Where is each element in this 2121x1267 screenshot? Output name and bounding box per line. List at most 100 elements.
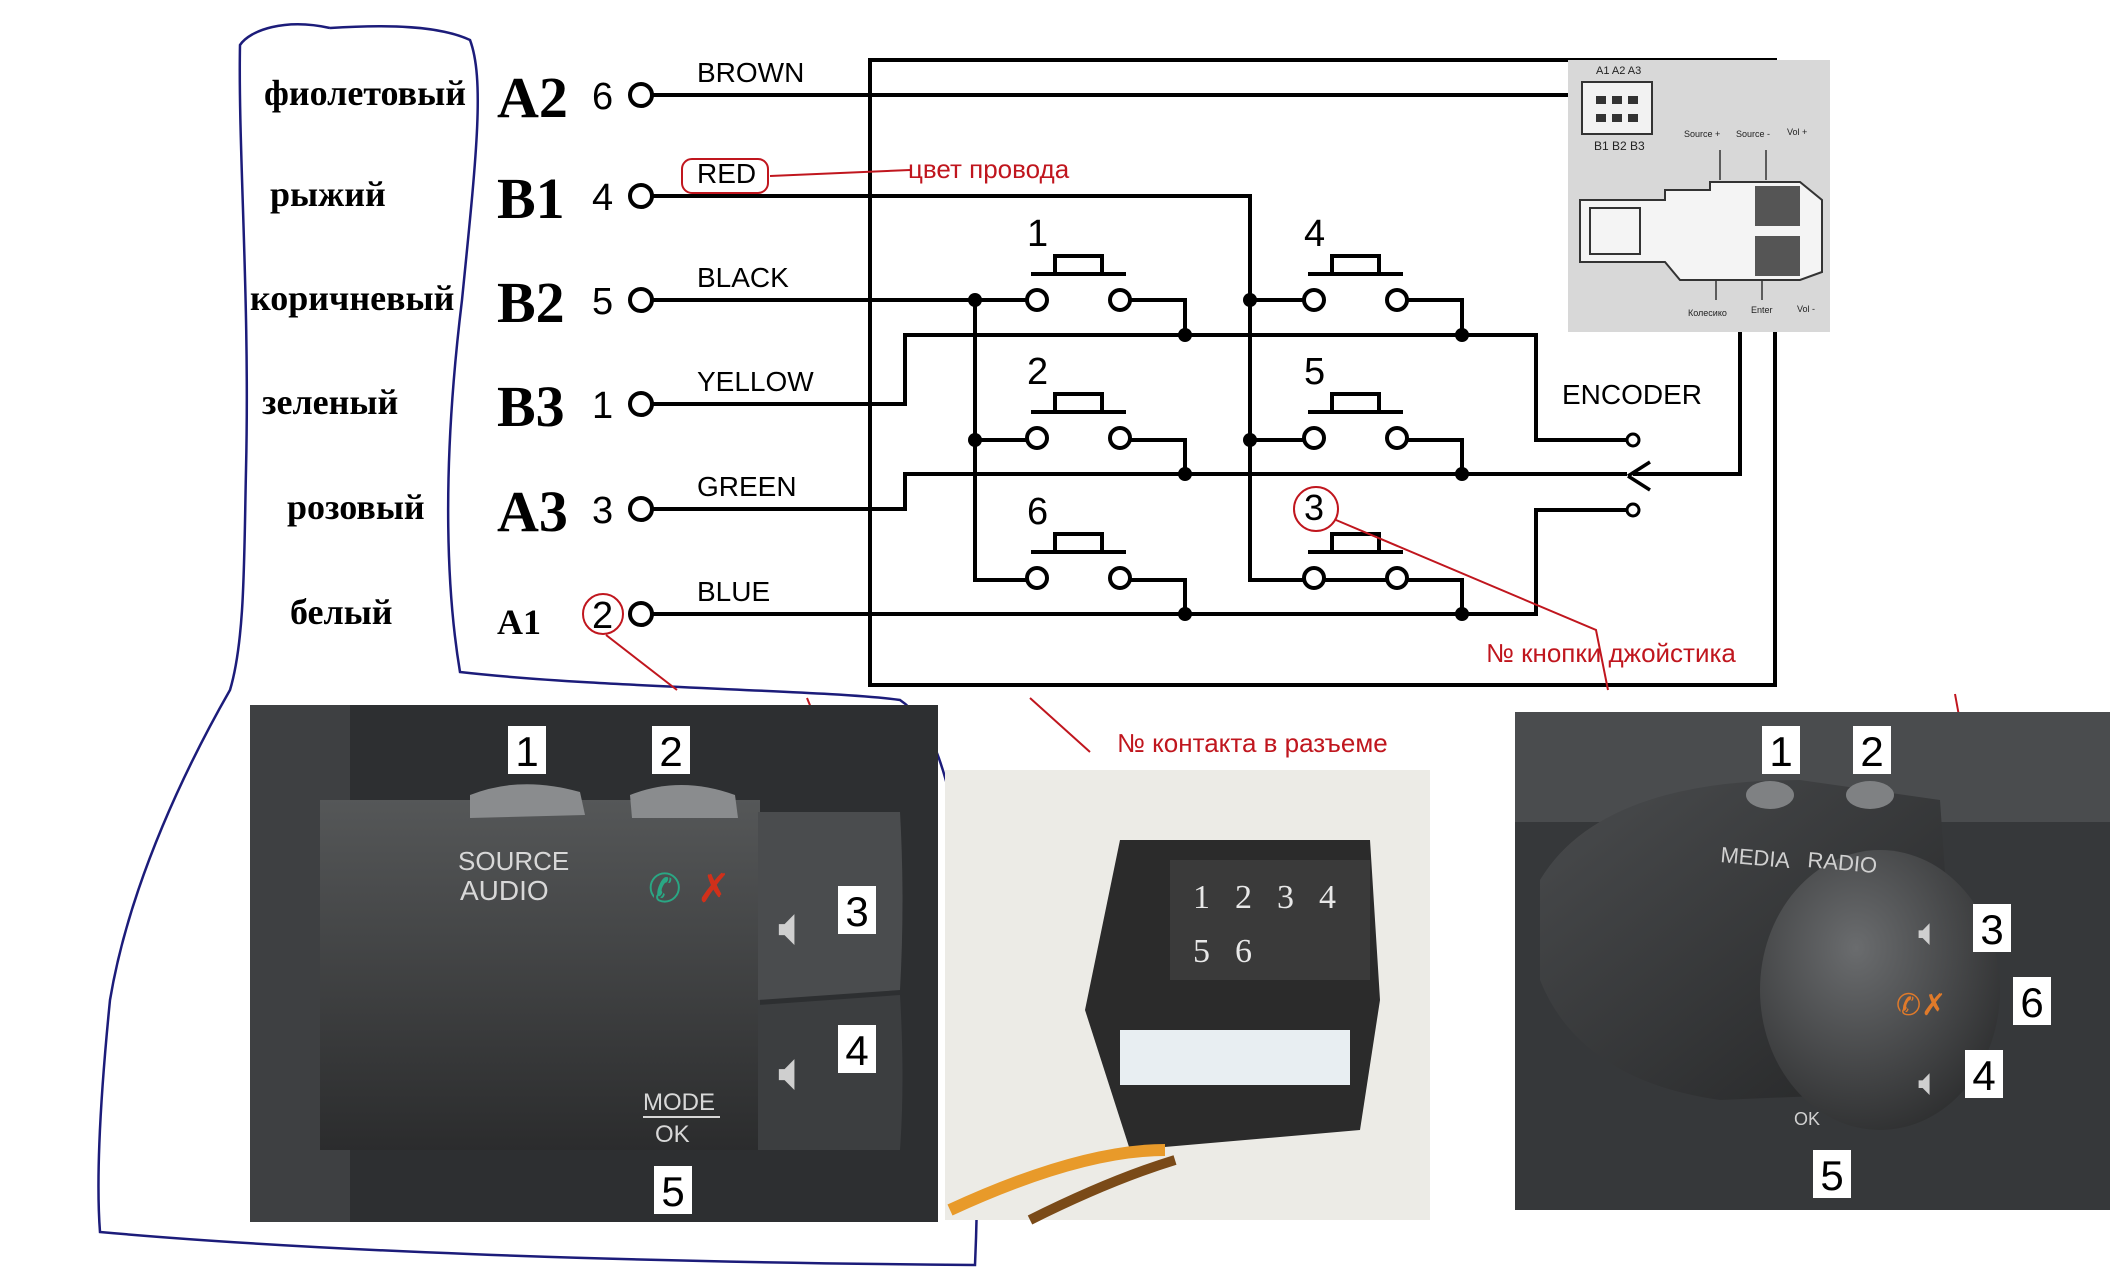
junction-dot	[1455, 328, 1469, 342]
encoder-symbol: ENCODER	[1562, 379, 1702, 518]
pin-number: 2	[592, 595, 613, 637]
button-number-6: 6	[2013, 977, 2051, 1026]
svg-text:Vol +: Vol +	[1787, 127, 1807, 137]
svg-text:3: 3	[1980, 906, 2003, 953]
wire-color-label: BROWN	[697, 57, 804, 88]
wire	[652, 194, 1447, 582]
phone-answer-icon: ✆	[648, 867, 682, 911]
wire-color-label: BLUE	[697, 576, 770, 607]
wire	[1633, 332, 1742, 476]
right-phone-icon: ✆✗	[1896, 989, 1946, 1022]
contact-number: 4	[1319, 879, 1336, 916]
button-number-4: 4	[1965, 1050, 2003, 1099]
junction-dot	[968, 293, 982, 307]
pin-color-ru: розовый	[287, 487, 425, 527]
junction-dot	[968, 433, 982, 447]
circuit	[628, 58, 1780, 687]
svg-text:2: 2	[1027, 351, 1048, 393]
terminal-circle	[628, 287, 654, 313]
wire-color-label: GREEN	[697, 471, 797, 502]
contact-number: 3	[1277, 879, 1294, 916]
contact-number: 5	[1193, 933, 1210, 970]
terminal-circle	[628, 183, 654, 209]
button-number-5: 5	[654, 1166, 692, 1215]
wire	[1396, 578, 1464, 614]
junction-dot	[1455, 607, 1469, 621]
wire-color-label: BLACK	[697, 262, 789, 293]
svg-text:Vol -: Vol -	[1797, 304, 1815, 314]
terminal-circle	[628, 601, 654, 627]
annotation-connector-contact: № контакта в разъеме	[1117, 728, 1388, 758]
right-radio: RADIO	[1807, 847, 1879, 878]
pin-code: A1	[497, 602, 541, 642]
svg-text:4: 4	[845, 1027, 868, 1074]
junction-dot	[1178, 328, 1192, 342]
contact-number: 2	[1235, 879, 1252, 916]
svg-text:6: 6	[2020, 979, 2043, 1026]
volume-down-icon: 🔈︎	[778, 1042, 810, 1102]
push-button-4: 4	[1302, 213, 1409, 312]
terminal-circle	[628, 82, 654, 108]
pin-code: B3	[497, 374, 565, 439]
svg-text:3: 3	[845, 888, 868, 935]
encoder-label: ENCODER	[1562, 379, 1702, 410]
wire	[652, 472, 1627, 511]
wire	[652, 508, 1627, 616]
wire	[1120, 438, 1187, 474]
svg-text:2: 2	[659, 728, 682, 775]
right-media: MEDIA	[1720, 842, 1792, 873]
junction-dot	[1178, 467, 1192, 481]
button-number-4: 4	[838, 1025, 876, 1074]
volume-up-icon: 🔈︎	[778, 897, 810, 957]
push-button-5: 5	[1302, 351, 1409, 450]
pin-code: B2	[497, 270, 565, 335]
push-button-1: 1	[1025, 213, 1132, 312]
terminal-circle	[628, 496, 654, 522]
right-volume-up-icon: 🔈︎	[1918, 912, 1941, 954]
pin-number: 6	[592, 76, 613, 118]
pin-number: 5	[592, 281, 613, 323]
wire-color-label: YELLOW	[697, 366, 814, 397]
connector-inset: A1 A2 A3 B1 B2 B3 Source + Source - Vol …	[1568, 60, 1830, 332]
svg-text:6: 6	[1027, 491, 1048, 533]
switch-buttons: 1 2 6 4 5 3	[1025, 213, 1409, 590]
pin-number: 4	[592, 177, 613, 219]
pin-color-ru: зеленый	[262, 382, 398, 422]
pin-code: A2	[497, 65, 568, 130]
svg-text:5: 5	[661, 1168, 684, 1215]
button-number-3: 3	[838, 886, 876, 935]
push-button-6: 6	[1025, 491, 1132, 590]
annotation-joystick-button: № кнопки джойстика	[1486, 638, 1736, 668]
wire	[868, 58, 1777, 687]
pin-color-ru: фиолетовый	[264, 73, 466, 113]
svg-text:1: 1	[515, 728, 538, 775]
wire	[1120, 298, 1187, 335]
wire	[973, 300, 1034, 582]
button-number-3: 3	[1973, 904, 2011, 953]
button-number-1: 1	[1762, 726, 1800, 775]
pin-color-ru: белый	[290, 592, 393, 632]
contact-number: 1	[1193, 879, 1210, 916]
junction-dot	[1243, 433, 1257, 447]
push-button-2: 2	[1025, 351, 1132, 450]
svg-text:Source +: Source +	[1684, 129, 1720, 139]
phone-hangup-icon: ✗	[697, 867, 731, 911]
junction-dot	[1178, 607, 1192, 621]
wire	[1466, 333, 1627, 442]
wire	[1120, 578, 1187, 614]
left-ok: OK	[655, 1121, 690, 1148]
pin-number: 1	[592, 385, 613, 427]
contact-number: 6	[1235, 933, 1252, 970]
pin-color-ru: коричневый	[250, 278, 454, 318]
push-button-3: 3	[1302, 487, 1409, 590]
svg-text:4: 4	[1304, 213, 1325, 255]
terminal-circle	[628, 391, 654, 417]
annotation-wire-color: цвет провода	[908, 154, 1070, 184]
svg-text:B1 B2 B3: B1 B2 B3	[1594, 139, 1645, 153]
wire-color-label: RED	[697, 158, 756, 189]
